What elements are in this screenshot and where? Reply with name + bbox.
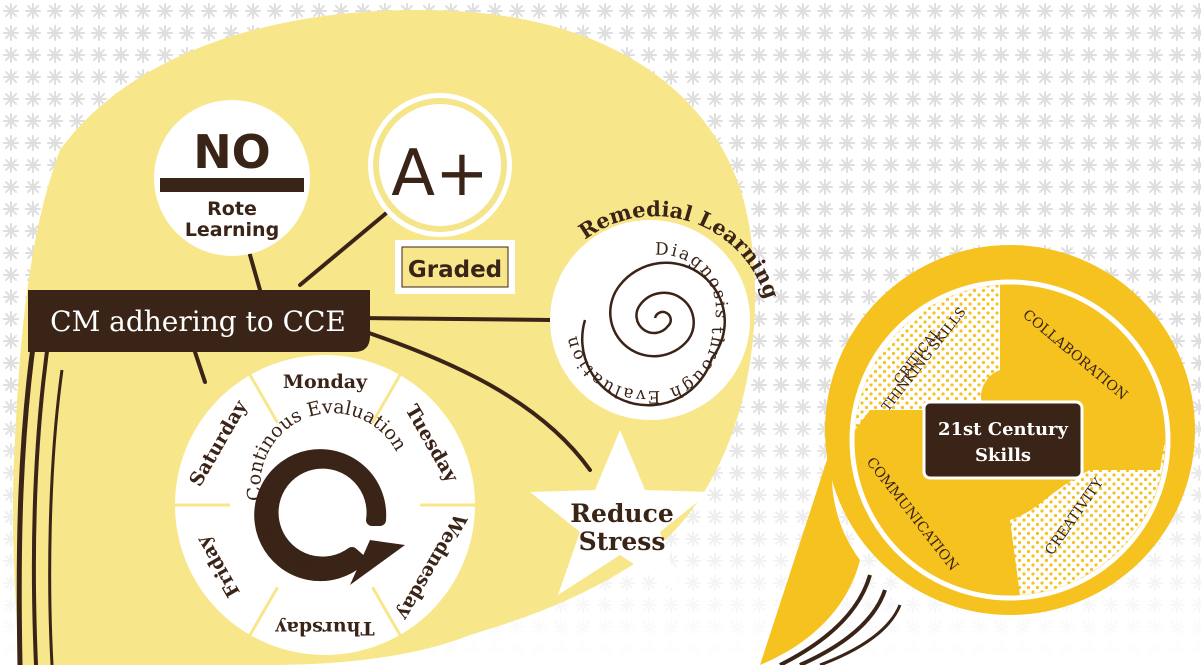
reduce-stress-star: Reduce Stress [530,430,710,595]
day-label: Monday [283,371,368,393]
spiral-icon [580,261,726,407]
star-shape [530,430,710,595]
remedial-learning-group: Remedial Learning Diagnosis through Eval… [550,196,785,420]
central-node-label: CM adhering to CCE [50,305,346,338]
rote-label: Rote [207,198,257,220]
day-label: Thursday [274,617,374,639]
circular-arrow-icon [254,449,387,582]
skills-bubble: 21st Century Skills CRITICAL THINKING SK… [760,245,1195,665]
skills-center-line2: Skills [975,445,1031,466]
stress-line1: Reduce [570,499,673,528]
no-rote-learning-badge: NO Rote Learning [154,100,310,256]
graded-label: Graded [408,257,502,283]
graded-badge: A+ Graded [368,93,515,294]
evaluation-wheel: Continous Evaluation MondayTuesdayWednes… [175,355,475,655]
connector-lines [193,208,592,472]
learning-label: Learning [185,219,279,241]
stress-line2: Stress [579,527,666,556]
grade-mark: A+ [391,137,488,211]
no-label: NO [193,125,271,179]
central-node: CM adhering to CCE [28,290,370,352]
skills-center-line1: 21st Century [938,419,1069,440]
